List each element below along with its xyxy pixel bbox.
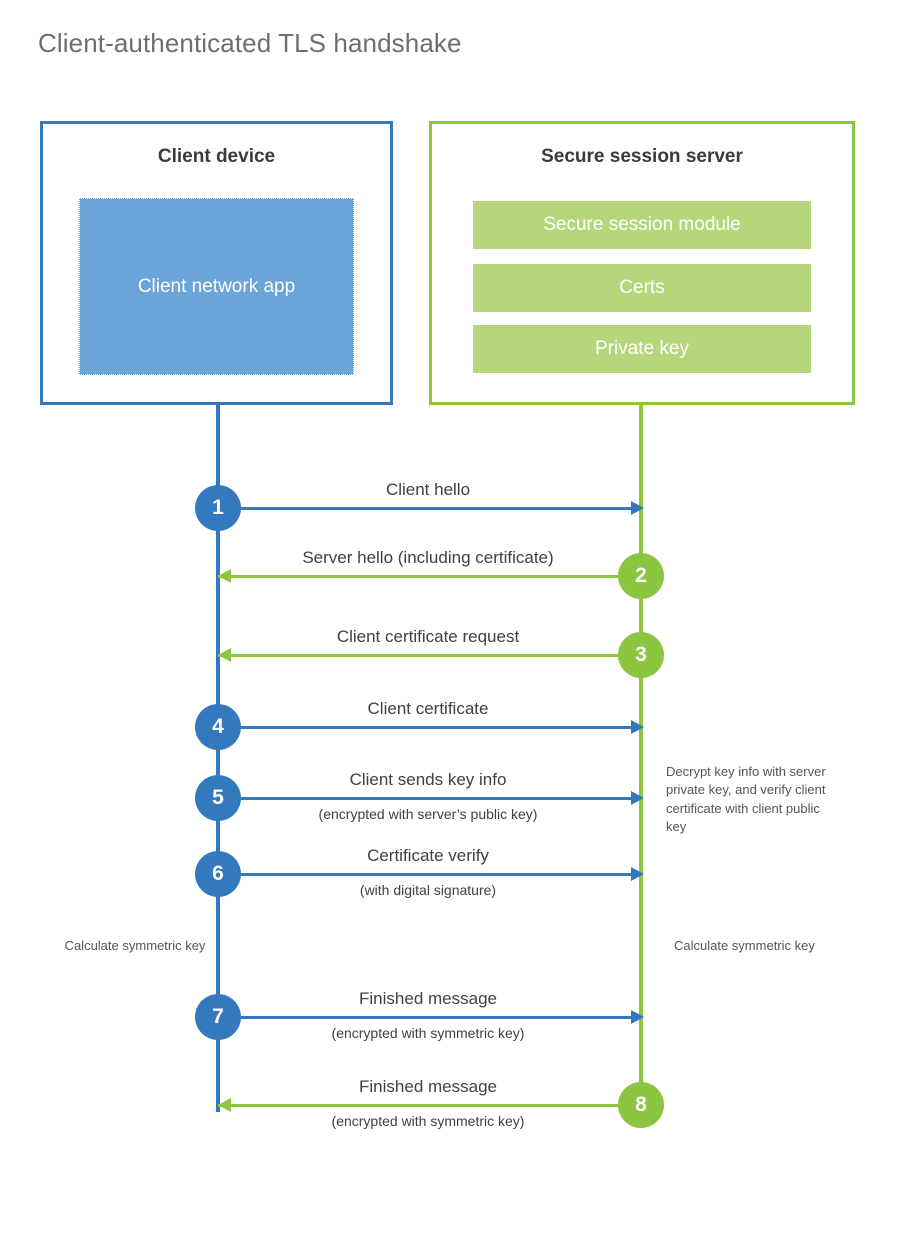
step-sublabel: (encrypted with symmetric key) (331, 1113, 525, 1129)
step-sublabel: (encrypted with server’s public key) (318, 806, 538, 822)
step-number-badge: 1 (195, 485, 241, 531)
arrow-to-server (218, 507, 639, 510)
arrow-head-icon (218, 648, 231, 662)
arrow-head-icon (631, 720, 644, 734)
step-label: Finished message (359, 989, 497, 1008)
client-device-box: Client device Client network app (40, 121, 393, 405)
secure-session-server-title: Secure session server (541, 146, 743, 167)
arrow-head-icon (218, 1098, 231, 1112)
step-label: Certificate verify (367, 846, 489, 865)
step-number-badge: 7 (195, 994, 241, 1040)
arrow-head-icon (631, 1010, 644, 1024)
step-label: Server hello (including certificate) (302, 548, 554, 567)
server-component-private-key: Private key (473, 325, 811, 373)
step-number-badge: 8 (618, 1082, 664, 1128)
step-label: Finished message (359, 1077, 497, 1096)
arrow-to-server (218, 873, 639, 876)
page-title: Client-authenticated TLS handshake (38, 28, 462, 58)
arrow-to-client (218, 654, 639, 657)
step-sublabel: (with digital signature) (359, 882, 497, 898)
arrow-head-icon (631, 867, 644, 881)
arrow-to-server (218, 726, 639, 729)
step-number-badge: 4 (195, 704, 241, 750)
step-number-badge: 6 (195, 851, 241, 897)
step-label: Client certificate (367, 699, 489, 718)
note-server-decrypt: Decrypt key info with server private key… (666, 764, 826, 835)
step-sublabel: (encrypted with symmetric key) (331, 1025, 525, 1041)
arrow-head-icon (631, 501, 644, 515)
arrow-head-icon (631, 791, 644, 805)
arrow-to-client (218, 1104, 639, 1107)
arrow-head-icon (218, 569, 231, 583)
note-client-calculate-symmetric-key: Calculate symmetric key (64, 938, 206, 953)
step-label: Client certificate request (336, 627, 520, 646)
client-lifeline (216, 405, 220, 1112)
client-network-app-block: Client network app (79, 198, 354, 375)
server-lifeline (639, 405, 643, 1105)
step-label: Client sends key info (349, 770, 507, 789)
note-server-calculate-symmetric-key: Calculate symmetric key (674, 938, 815, 953)
server-component-certs: Certs (473, 264, 811, 312)
step-number-badge: 3 (618, 632, 664, 678)
arrow-to-server (218, 797, 639, 800)
step-number-badge: 5 (195, 775, 241, 821)
arrow-to-server (218, 1016, 639, 1019)
server-component-secure-session-module: Secure session module (473, 201, 811, 249)
step-label: Client hello (385, 480, 471, 499)
secure-session-server-box: Secure session server Secure session mod… (429, 121, 855, 405)
arrow-to-client (218, 575, 639, 578)
client-device-title: Client device (157, 146, 276, 167)
step-number-badge: 2 (618, 553, 664, 599)
